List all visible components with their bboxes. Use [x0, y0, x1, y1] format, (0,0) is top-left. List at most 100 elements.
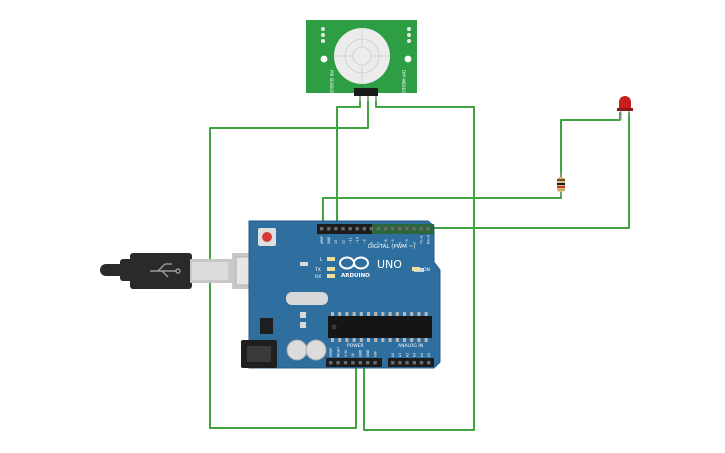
digital-label: DIGITAL (PWM ~): [368, 244, 415, 250]
atmega-chip: [328, 316, 432, 338]
digital-pin-label: 7: [377, 242, 381, 244]
digital-pin-hole[interactable]: [362, 227, 366, 231]
power-pin-hole[interactable]: [329, 361, 333, 365]
analog-pin-label: A2: [405, 353, 409, 357]
analog-pin-hole[interactable]: [412, 361, 416, 365]
digital-pin-hole[interactable]: [376, 227, 381, 231]
chip-leg: [345, 338, 349, 342]
pir-fresnel-lens: [334, 28, 390, 84]
chip-leg: [367, 338, 370, 342]
power-pin-label: GND: [366, 349, 370, 357]
resistor[interactable]: [557, 172, 565, 196]
digital-pin-hole[interactable]: [412, 227, 416, 231]
chip-leg: [352, 338, 356, 342]
wire-resistor-to-led[interactable]: [560, 112, 621, 180]
wire-pir-out-to-pin2[interactable]: [336, 95, 361, 230]
chip-leg: [395, 338, 399, 342]
power-pin-hole[interactable]: [343, 361, 348, 365]
analog-pin-hole[interactable]: [419, 361, 424, 365]
chip-leg: [388, 312, 392, 316]
digital-pin-label: ~10: [356, 237, 360, 244]
power-pin-hole[interactable]: [358, 361, 362, 365]
pir-text-left: PIR SENSOR: [329, 70, 334, 94]
crystal: [286, 292, 328, 305]
digital-pin-label: 8: [370, 242, 374, 244]
digital-pin-hole[interactable]: [327, 227, 331, 231]
chip-leg: [374, 338, 378, 342]
chip-leg: [381, 338, 385, 342]
digital-pin-hole[interactable]: [383, 227, 388, 231]
led-tx: [327, 267, 335, 271]
usb-icon: [150, 263, 181, 278]
chip-leg: [403, 312, 406, 316]
chip-leg: [403, 338, 406, 342]
led-on: [412, 267, 420, 271]
analog-pin-hole[interactable]: [391, 361, 395, 365]
power-pin-label: VIN: [373, 351, 377, 357]
capacitor-2: [305, 339, 327, 361]
digital-pin-label: ~6: [384, 239, 388, 244]
digital-pin-hole[interactable]: [334, 227, 338, 231]
power-pin-hole[interactable]: [373, 361, 377, 365]
power-pin-label: 3.3V: [344, 349, 348, 357]
power-label: POWER: [347, 343, 364, 349]
pir-motion-sensor[interactable]: PIR SENSOR DYP-ME003: [306, 20, 417, 101]
wire-led-to-gnd[interactable]: [430, 112, 630, 229]
digital-pin-hole[interactable]: [355, 227, 359, 231]
digital-pin-hole[interactable]: [341, 227, 345, 231]
digital-pin-holes: [320, 227, 430, 231]
digital-pin-hole[interactable]: [398, 227, 402, 231]
power-pin-hole[interactable]: [366, 361, 370, 365]
pin-tx-label: TX: [314, 267, 321, 273]
digital-pin-label: ~9: [363, 239, 367, 244]
chip-leg: [424, 338, 428, 342]
digital-pin-label: ~3: [405, 239, 409, 244]
analog-pin-label: A1: [398, 353, 402, 357]
pin-rx-label: RX: [315, 274, 321, 280]
digital-pin-label: ~11: [348, 237, 352, 244]
analog-header[interactable]: [388, 358, 434, 367]
digital-pin-label: ~5: [391, 239, 395, 244]
led[interactable]: [617, 96, 633, 120]
analog-pin-label: A0: [391, 353, 395, 357]
analog-pin-hole[interactable]: [427, 361, 431, 365]
chip-leg: [381, 312, 385, 316]
power-pin-hole[interactable]: [336, 361, 340, 365]
digital-pin-hole[interactable]: [405, 227, 409, 231]
chip-leg: [395, 312, 399, 316]
digital-pin-hole[interactable]: [391, 227, 395, 231]
analog-pin-hole[interactable]: [405, 361, 409, 365]
power-pin-hole[interactable]: [351, 361, 355, 365]
digital-pin-label: 4: [398, 242, 402, 244]
pir-jumper-pads: [321, 27, 411, 43]
analog-pin-hole[interactable]: [398, 361, 402, 365]
digital-pin-label: 13: [334, 240, 338, 244]
chip-leg: [359, 312, 363, 316]
digital-pin-hole[interactable]: [320, 227, 324, 231]
digital-pin-label: 12: [341, 240, 345, 244]
led-l: [327, 257, 335, 261]
power-pin-label: RESET: [336, 347, 340, 357]
digital-pin-hole[interactable]: [426, 227, 430, 231]
arduino-uno-board[interactable]: DIGITAL (PWM ~) L TX RX ON ARDUINO UNO P…: [241, 220, 441, 369]
pir-text-right: DYP-ME003: [401, 70, 406, 93]
chip-leg: [410, 338, 414, 342]
analog-pin-label: A4: [420, 353, 424, 357]
chip-leg: [417, 338, 421, 342]
chip-leg: [374, 312, 378, 316]
usb-cable[interactable]: [100, 253, 272, 289]
chip-leg: [359, 338, 363, 342]
digital-pin-hole[interactable]: [419, 227, 423, 231]
wire-pir-gnd-to-gnd[interactable]: [363, 95, 475, 431]
model-label: UNO: [377, 258, 402, 271]
chip-leg: [331, 338, 334, 342]
digital-pin-hole[interactable]: [348, 227, 352, 231]
digital-pin-hole[interactable]: [369, 227, 374, 231]
power-pin-label: IOREF: [329, 347, 333, 357]
capacitor-1: [286, 339, 308, 361]
on-label: ON: [423, 267, 430, 273]
chip-leg: [331, 312, 334, 316]
pir-dome: [334, 28, 390, 84]
